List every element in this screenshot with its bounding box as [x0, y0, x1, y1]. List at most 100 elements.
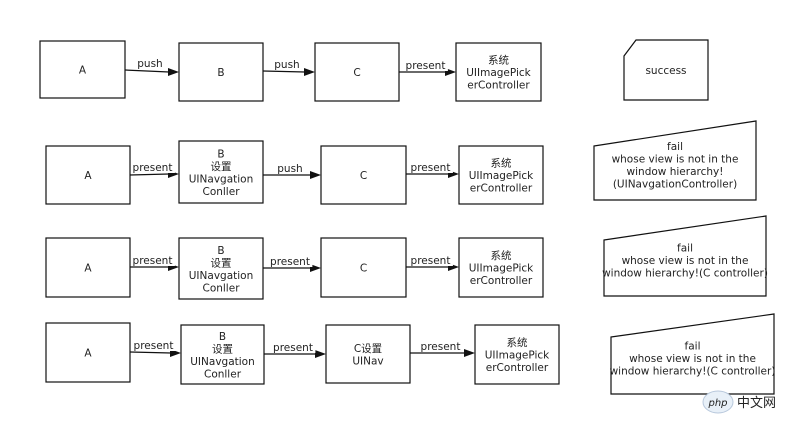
note-text-line: window hierarchy! — [627, 166, 724, 178]
arrow-line — [124, 69, 170, 73]
box-label-line: C — [360, 263, 367, 275]
note-shape — [603, 215, 767, 297]
arrow-head-icon — [310, 171, 321, 179]
box-label-line: UIImagePick — [469, 170, 534, 182]
box-label-line: A — [84, 348, 92, 360]
note-text-line: fail — [685, 341, 701, 353]
arrow-label-bg — [137, 57, 163, 69]
box-label-line: C — [360, 170, 367, 182]
note-text-line: whose view is not in the — [629, 353, 756, 365]
arrow-label-bg — [277, 162, 303, 174]
box-label-line: B — [217, 67, 224, 79]
box-label-line: erController — [486, 362, 549, 374]
note-shape — [610, 313, 775, 395]
arrow-present: present — [263, 255, 321, 272]
arrow-push: push — [263, 162, 321, 179]
arrow-label-bg — [403, 59, 448, 71]
arrow-push: push — [124, 57, 179, 76]
flow-row: push push present A B C 系统UIImagePickerControl… — [39, 39, 709, 102]
arrow-present: present — [264, 341, 326, 358]
box-label-line: erController — [470, 275, 533, 287]
box-label-line: UINavgation — [189, 270, 254, 282]
note-text-line: window hierarchy!(C controller) — [602, 268, 768, 280]
arrow-push: push — [262, 58, 315, 76]
box-outline — [45, 237, 131, 298]
box-outline — [325, 324, 411, 384]
arrow-line — [129, 351, 172, 354]
arrow-label-bg — [267, 255, 313, 267]
box-outline — [178, 42, 264, 102]
note-text-line: whose view is not in the — [612, 153, 739, 165]
note-shape — [593, 120, 757, 201]
box-label-line: UIImagePick — [466, 67, 531, 79]
box-outline — [178, 237, 264, 300]
arrow-label: present — [133, 162, 173, 174]
note-text-line: fail — [667, 141, 683, 153]
arrow-label: present — [406, 60, 446, 72]
arrow-present: present — [410, 340, 475, 357]
box-label-line: Conller — [202, 186, 240, 198]
controller-box: A — [45, 322, 131, 383]
box-outline — [320, 237, 407, 298]
arrow-present: present — [129, 161, 179, 178]
box-label-line: UINav — [352, 355, 383, 367]
box-label-line: A — [84, 263, 92, 275]
arrow-label: present — [133, 255, 173, 267]
box-label-line: C — [353, 67, 360, 79]
watermark-logo-icon — [702, 390, 734, 414]
controller-box: A — [39, 40, 126, 99]
box-label-line: 设置 — [212, 343, 233, 355]
box-label-line: B — [217, 245, 224, 257]
controller-box: C — [320, 237, 407, 298]
arrow-present: present — [406, 161, 459, 178]
arrow-head-icon — [464, 349, 475, 357]
box-outline — [39, 40, 126, 99]
box-outline — [45, 322, 131, 383]
arrow-label-bg — [270, 341, 316, 353]
note-text-line: window hierarchy!(C controller) — [610, 366, 776, 378]
arrow-label: present — [270, 256, 310, 268]
box-outline — [178, 140, 264, 204]
note-text-line: fail — [677, 243, 693, 255]
arrow-head-icon — [310, 264, 321, 272]
arrow-label-bg — [130, 161, 175, 173]
arrow-label-bg — [130, 254, 175, 266]
controller-box: C — [314, 42, 400, 102]
arrow-label: present — [273, 342, 313, 354]
box-label-line: UINavgation — [190, 356, 255, 368]
note-text-line: success — [645, 65, 686, 77]
box-label-line: Conller — [204, 368, 242, 380]
arrow-label: push — [137, 58, 162, 70]
box-label-line: Conller — [202, 282, 240, 294]
arrow-label: present — [421, 341, 461, 353]
controller-box: A — [45, 145, 131, 205]
box-outline — [458, 237, 544, 298]
box-label-line: 设置 — [211, 161, 232, 173]
box-outline — [45, 145, 131, 205]
arrow-label-bg — [408, 161, 453, 173]
box-label-line: erController — [467, 80, 530, 92]
box-label-line: C设置 — [354, 343, 382, 355]
box-label-line: A — [79, 65, 87, 77]
watermark-logo-text: php — [707, 398, 727, 409]
watermark: php 中文网 — [702, 390, 776, 414]
arrow-present: present — [399, 59, 456, 76]
arrow-head-icon — [304, 68, 315, 76]
box-outline — [314, 42, 400, 102]
controller-box: A — [45, 237, 131, 298]
box-label-line: erController — [470, 183, 533, 195]
arrow-head-icon — [168, 68, 179, 76]
box-label-line: A — [84, 170, 92, 182]
